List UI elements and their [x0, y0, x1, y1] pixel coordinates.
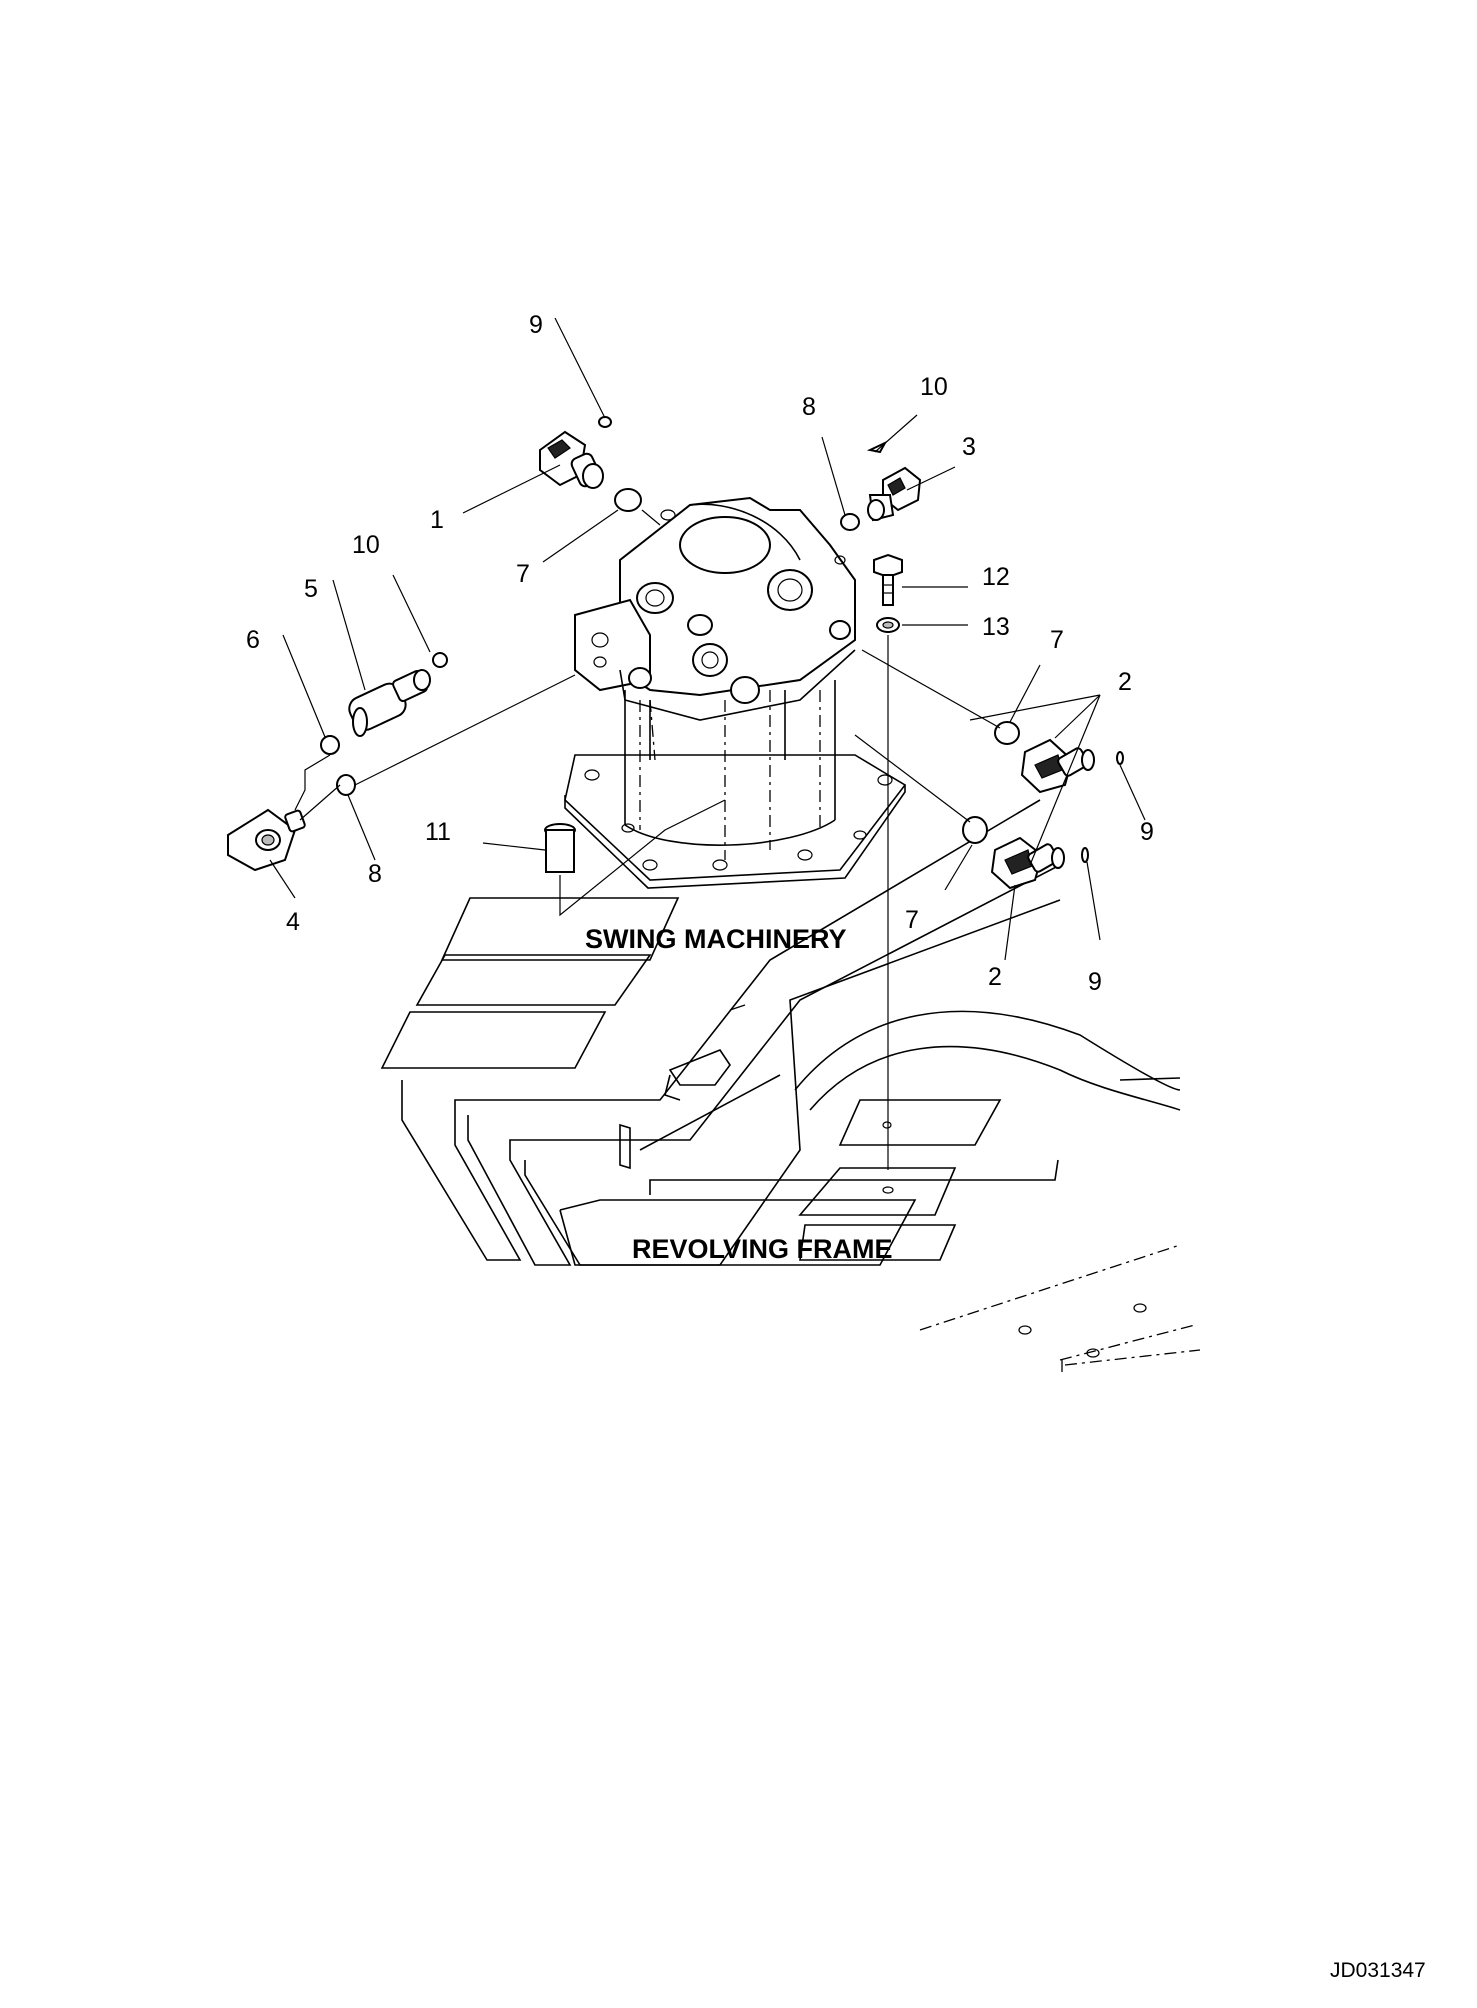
o-ring-7-lower	[962, 816, 988, 844]
o-ring-9-lower	[1081, 847, 1089, 863]
part-12-bolt	[873, 553, 903, 606]
callout-6: 6	[246, 626, 260, 654]
o-ring-10	[432, 652, 448, 668]
part-10-clip-top	[866, 440, 888, 454]
o-ring-7-right	[994, 721, 1020, 745]
callout-9-right: 9	[1140, 818, 1154, 846]
figure-code: JD031347	[1330, 1959, 1426, 1982]
revolving-frame-label: REVOLVING FRAME	[632, 1234, 893, 1264]
callout-8-top: 8	[802, 393, 816, 421]
o-ring-8-top	[840, 513, 860, 531]
callout-5: 5	[304, 575, 318, 603]
revolving-frame-drawing	[380, 799, 1201, 1375]
callout-7-right: 7	[1050, 626, 1064, 654]
swing-motor-drawing	[564, 496, 907, 889]
part-1-fitting	[539, 430, 604, 489]
leader-lines	[269, 317, 1146, 1170]
callout-1: 1	[430, 506, 444, 534]
callout-13: 13	[982, 613, 1010, 641]
callout-7-lower: 7	[905, 906, 919, 934]
swing-machinery-label: SWING MACHINERY	[585, 924, 847, 954]
callout-7-top: 7	[516, 560, 530, 588]
callout-12: 12	[982, 563, 1010, 591]
part-13-washer	[876, 617, 900, 633]
callout-4: 4	[286, 908, 300, 936]
part-2-elbow-upper	[1020, 738, 1095, 794]
callout-3: 3	[962, 433, 976, 461]
o-ring-6	[320, 735, 340, 755]
o-ring-7-top	[614, 488, 642, 512]
o-rings	[320, 416, 1124, 863]
part-5-plug	[348, 669, 431, 737]
callout-2-lower: 2	[988, 963, 1002, 991]
part-4-tee-fitting	[227, 808, 306, 872]
part-2-elbow-lower	[990, 836, 1065, 890]
o-ring-9-right	[1116, 751, 1124, 765]
callout-2-upper: 2	[1118, 668, 1132, 696]
callout-8-left: 8	[368, 860, 382, 888]
callout-9-lower: 9	[1088, 968, 1102, 996]
part-3-fitting	[867, 466, 922, 522]
part-11-pin	[544, 823, 576, 873]
callout-9-top: 9	[529, 311, 543, 339]
o-ring-9-top	[598, 416, 612, 428]
callout-11: 11	[425, 818, 451, 846]
callout-10-left: 10	[352, 531, 380, 559]
callout-10-top: 10	[920, 373, 948, 401]
